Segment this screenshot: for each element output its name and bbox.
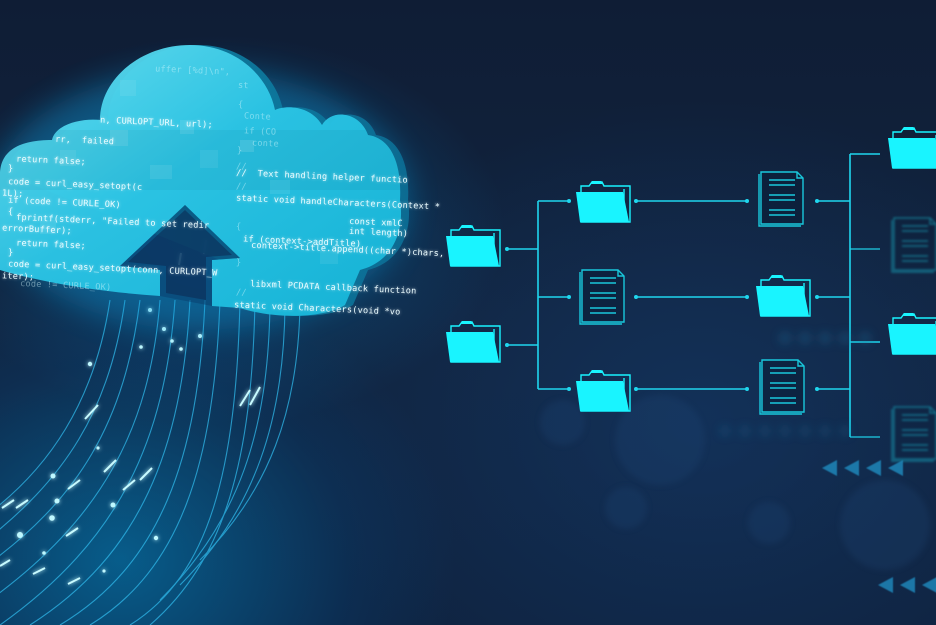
ghost-circle <box>605 487 647 529</box>
folder-icon <box>887 312 936 360</box>
ghost-circle <box>540 400 585 445</box>
ghost-circle <box>748 502 790 544</box>
document-icon <box>890 405 936 467</box>
ghost-circle <box>840 480 930 570</box>
document-icon <box>757 170 807 232</box>
document-icon <box>578 268 628 330</box>
folder-icon <box>755 274 813 322</box>
chevron-left-arrows-icon <box>822 458 910 482</box>
folder-icon <box>575 369 633 417</box>
chevron-left-arrows-icon <box>878 575 936 599</box>
folder-icon <box>887 126 936 174</box>
folder-icon <box>445 224 503 272</box>
document-icon <box>758 358 808 420</box>
document-icon <box>890 216 936 278</box>
folder-icon <box>575 180 633 228</box>
folder-icon <box>445 320 503 368</box>
